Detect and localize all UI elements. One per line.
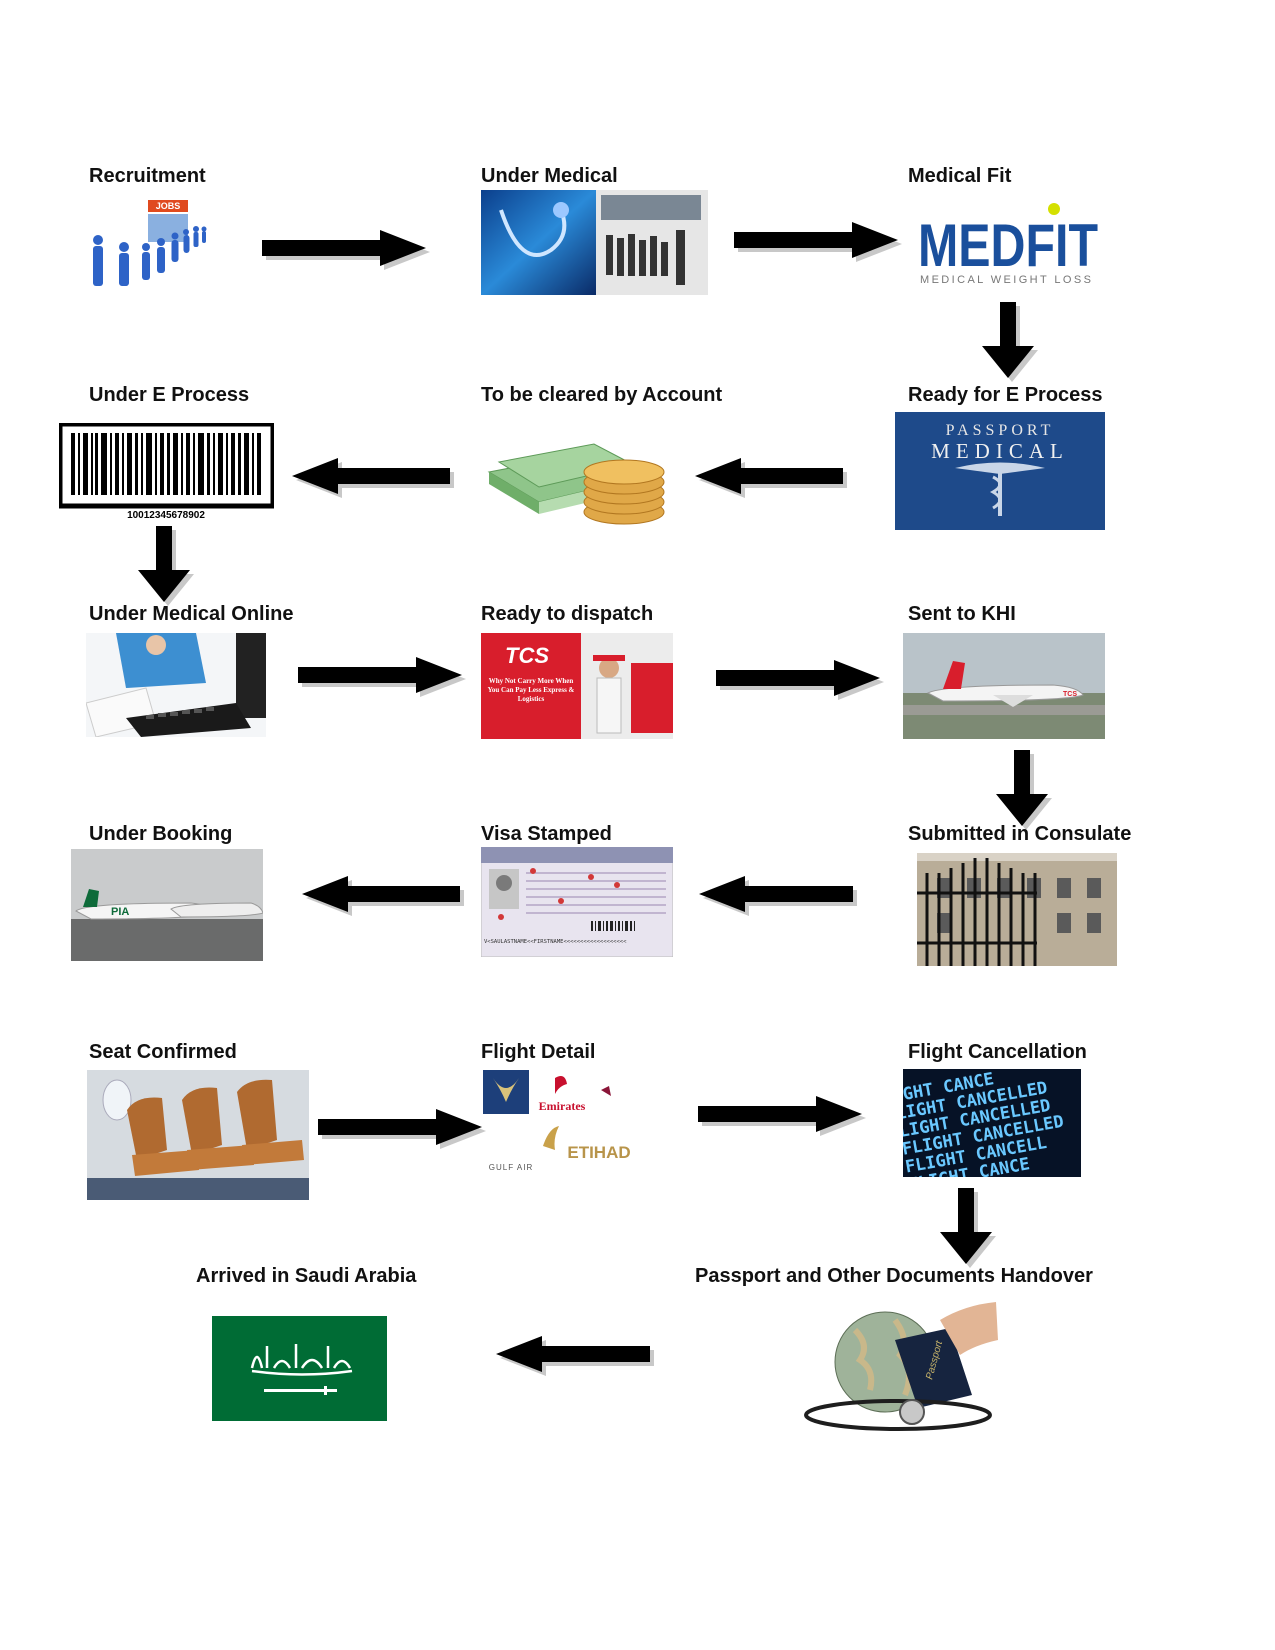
step-label-under-medical: Under Medical [481, 165, 618, 187]
money-icon [487, 443, 665, 525]
pia-planes-image: PIA [71, 849, 263, 961]
flight-cancelled-board: IGHT CANCE LIGHT CANCELLED LIGHT CANCELL… [903, 1069, 1081, 1177]
etihad-logo: ETIHAD [567, 1143, 630, 1162]
airline-logos-image: Emirates GULF AIR ETIHAD [481, 1068, 637, 1176]
medfit-logo: MEDFIT MEDICAL WEIGHT LOSS [916, 200, 1102, 290]
step-label-under-booking: Under Booking [89, 823, 233, 845]
arrow-right-2 [734, 222, 902, 262]
pia-text: PIA [111, 906, 129, 918]
tcs-slogan: Why Not Carry More When You Can Pay Less… [487, 677, 575, 703]
arrow-right-5 [318, 1109, 486, 1149]
passport-medical-image: PASSPORT MEDICAL [895, 412, 1105, 530]
arrow-left-3 [302, 876, 464, 916]
step-label-visa-stamped: Visa Stamped [481, 823, 612, 845]
medfit-logo-text: MEDFIT [918, 212, 1098, 279]
visa-mrz: V<SAULASTNAME<<FIRSTNAME<<<<<<<<<<<<<<<<… [484, 939, 627, 945]
plane-tcs-text: TCS [1063, 691, 1077, 698]
medfit-tagline: MEDICAL WEIGHT LOSS [920, 274, 1093, 286]
jobs-sign [148, 200, 188, 212]
jobs-text: JOBS [156, 201, 181, 211]
arrow-left-4 [699, 876, 857, 916]
keyboard-icon [126, 703, 251, 737]
step-label-ready-e-process: Ready for E Process [908, 384, 1103, 406]
barcode-number: 10012345678902 [127, 510, 205, 521]
pia-plane-icon [75, 889, 263, 920]
arrow-down-3 [996, 750, 1052, 830]
arrow-right-4 [716, 660, 884, 700]
emirates-logo: Emirates [539, 1099, 586, 1113]
saudi-flag [212, 1316, 387, 1421]
arrow-right-3 [298, 657, 466, 697]
step-label-under-medical-online: Under Medical Online [89, 603, 294, 625]
arrow-down-4 [940, 1188, 996, 1268]
step-label-to-be-cleared: To be cleared by Account [481, 384, 723, 406]
arrow-left-1 [292, 458, 454, 498]
arrow-down-2 [138, 526, 194, 606]
hand-icon [940, 1302, 998, 1355]
barcode-bars [71, 433, 261, 495]
gulf-air-text: GULF AIR [489, 1163, 533, 1172]
step-label-passport-handover: Passport and Other Documents Handover [695, 1265, 1093, 1287]
qatar-logo [601, 1086, 611, 1096]
arrow-down-1 [982, 302, 1038, 382]
recruitment-image: JOBS [86, 190, 221, 310]
monitor-icon [236, 633, 266, 718]
arrow-right-1 [262, 230, 430, 270]
medical-online-image [86, 633, 266, 737]
step-label-ready-dispatch: Ready to dispatch [481, 603, 654, 625]
arrow-left-2 [695, 458, 847, 498]
medical-word: MEDICAL [931, 439, 1069, 463]
gulf-air-logo [543, 1126, 559, 1150]
plane-icon [926, 661, 1084, 707]
passport-globe-image: Passport [800, 1300, 1000, 1438]
tcs-plane-image: TCS [903, 633, 1105, 739]
under-medical-image [481, 190, 708, 295]
consulate-image [917, 853, 1117, 966]
seats-image [87, 1070, 309, 1200]
step-label-recruitment: Recruitment [89, 165, 206, 187]
people-icon [93, 226, 207, 286]
arrow-right-6 [698, 1096, 866, 1136]
seat-icon [127, 1079, 304, 1176]
money-image [484, 432, 674, 530]
step-label-seat-confirmed: Seat Confirmed [89, 1041, 237, 1063]
gate-icon [917, 858, 1037, 966]
person-icon [1048, 203, 1060, 215]
arrow-left-5 [496, 1336, 654, 1376]
step-label-sent-khi: Sent to KHI [908, 603, 1016, 625]
tcs-image: TCS Why Not Carry More When You Can Pay … [481, 633, 673, 739]
sword-icon [264, 1386, 337, 1395]
passport-word: PASSPORT [946, 422, 1055, 439]
step-label-flight-cancellation: Flight Cancellation [908, 1041, 1087, 1063]
passport-icon: Passport [895, 1328, 972, 1408]
step-label-medical-fit: Medical Fit [908, 165, 1012, 187]
step-label-under-e-process: Under E Process [89, 384, 250, 406]
step-label-arrived-saudi: Arrived in Saudi Arabia [196, 1265, 417, 1287]
caduceus-icon [955, 462, 1045, 516]
barcode-image: 10012345678902 [59, 423, 274, 521]
van-icon [631, 663, 673, 733]
step-label-submitted-consulate: Submitted in Consulate [908, 823, 1132, 845]
visa-image: V<SAULASTNAME<<FIRSTNAME<<<<<<<<<<<<<<<<… [481, 847, 673, 957]
shahada-calligraphy [250, 1344, 353, 1376]
step-label-flight-detail: Flight Detail [481, 1041, 596, 1063]
stethoscope-icon-2 [804, 1399, 992, 1431]
stethoscope-icon [499, 209, 567, 257]
tcs-logo: TCS [505, 643, 549, 668]
